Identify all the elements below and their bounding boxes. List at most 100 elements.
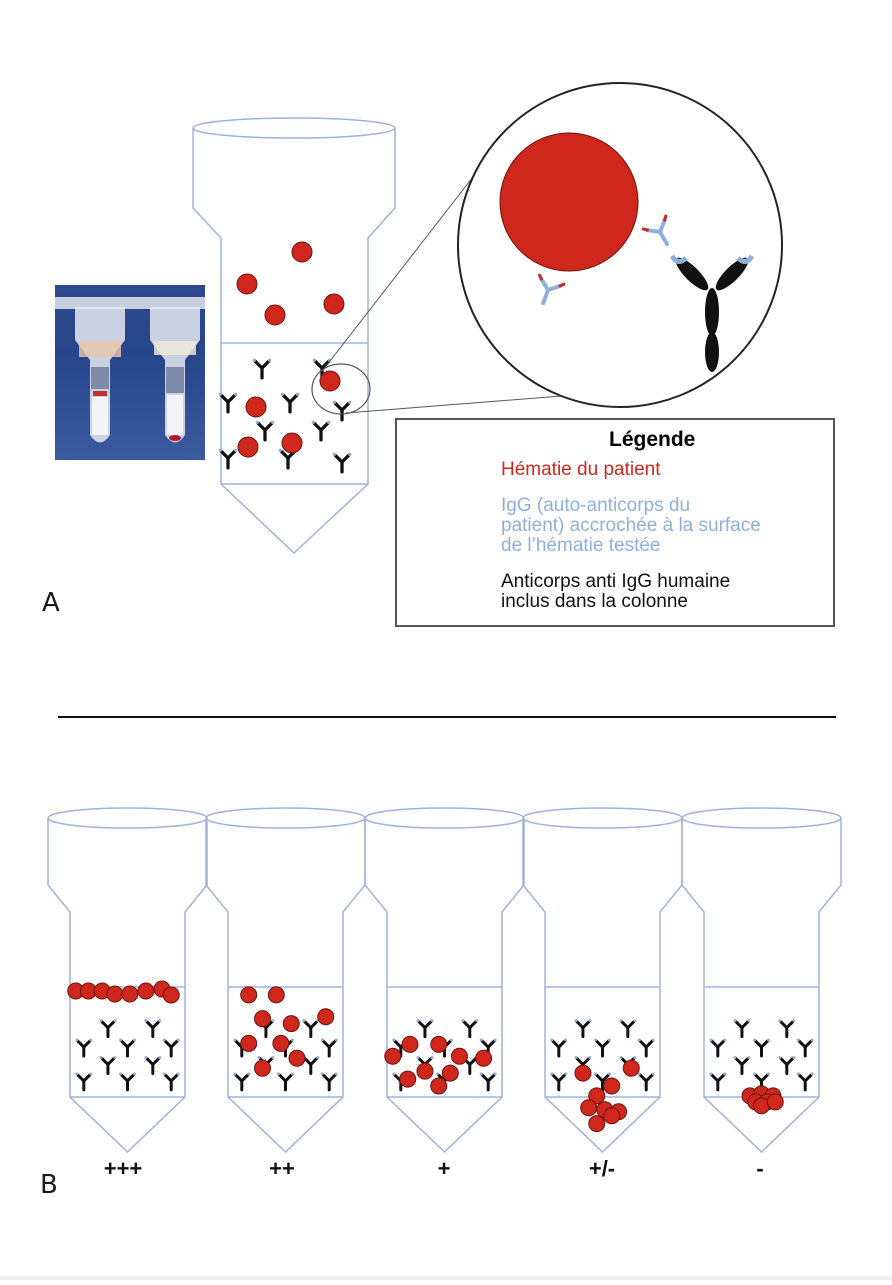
panel-a-label: A xyxy=(42,588,60,618)
gel-column xyxy=(364,807,525,1154)
antibody-icon xyxy=(309,418,333,442)
antibody-icon xyxy=(414,1017,435,1039)
gel-column xyxy=(681,807,842,1154)
red-blood-cell-icon xyxy=(319,370,341,392)
large-red-cell-icon xyxy=(499,132,639,272)
antibody-icon xyxy=(478,1070,499,1092)
antibody-icon xyxy=(97,1054,118,1075)
antibody-icon xyxy=(97,1017,118,1039)
igg-autoantibody-icon xyxy=(641,214,669,247)
red-blood-cell-icon xyxy=(236,273,258,295)
red-blood-cell-icon xyxy=(622,1059,640,1077)
red-blood-cell-icon xyxy=(245,396,267,418)
red-blood-cell-icon xyxy=(240,986,258,1004)
antibody-icon xyxy=(548,1070,569,1092)
red-blood-cell-icon xyxy=(603,1077,621,1095)
antibody-icon xyxy=(459,1017,480,1039)
red-blood-cell-icon xyxy=(317,1008,335,1026)
red-blood-cell-icon xyxy=(384,1047,402,1065)
antibody-icon xyxy=(300,1017,321,1039)
antibody-icon xyxy=(548,1037,569,1058)
antibody-icon xyxy=(253,418,277,442)
antibody-icon xyxy=(795,1070,816,1092)
column-rim xyxy=(192,117,396,139)
antibody-icon xyxy=(636,1037,657,1058)
column-rim xyxy=(205,807,366,829)
gel-column-detail xyxy=(192,117,613,555)
legend-box: Légende Hématie du patient IgG (auto-ant… xyxy=(395,418,835,627)
antibody-icon xyxy=(707,1037,728,1058)
red-blood-cell-icon xyxy=(291,241,313,263)
column-rim xyxy=(364,807,525,829)
red-blood-cell-icon xyxy=(475,1049,493,1067)
legend-anti-igg-line-2: inclus dans la colonne xyxy=(501,591,688,612)
antibody-icon xyxy=(117,1070,138,1092)
reaction-grades xyxy=(47,807,842,1154)
legend-igg-line-3: de l’hématie testée xyxy=(501,535,661,556)
red-blood-cell-icon xyxy=(282,1015,300,1033)
red-blood-cell-icon xyxy=(281,432,303,454)
legend-igg-line-1: IgG (auto-anticorps du xyxy=(501,495,691,516)
column-rim xyxy=(522,807,683,829)
red-blood-cell-icon xyxy=(267,986,285,1004)
red-blood-cell-icon xyxy=(121,985,139,1003)
antibody-icon xyxy=(776,1017,797,1039)
red-blood-cell-icon xyxy=(106,985,124,1003)
antibody-icon xyxy=(275,1070,296,1092)
red-blood-cell-icon xyxy=(588,1087,606,1105)
gel-column xyxy=(522,807,683,1154)
gel-card-photo xyxy=(55,285,205,460)
legend-igg-line-2: patient) accrochée à la surface xyxy=(501,515,761,536)
column-outline xyxy=(205,818,366,1154)
panel-b-label: B xyxy=(40,1170,58,1200)
magnify-line xyxy=(322,154,491,371)
antibody-icon xyxy=(278,390,302,414)
score-label: + xyxy=(437,1156,451,1181)
antibody-icon xyxy=(617,1017,638,1039)
red-blood-cell-icon xyxy=(264,304,286,326)
red-blood-cell-icon xyxy=(237,436,259,458)
gel-column xyxy=(47,807,208,1154)
antibody-icon xyxy=(161,1070,182,1092)
magnified-view xyxy=(457,82,783,408)
antibody-icon xyxy=(319,1037,340,1058)
red-blood-cell-icon xyxy=(603,1107,621,1125)
red-blood-cell-icon xyxy=(441,1064,459,1082)
legend-item-red-cell: Hématie du patient xyxy=(501,459,661,480)
score-label: +/- xyxy=(588,1156,616,1181)
antibody-icon xyxy=(776,1054,797,1075)
antibody-icon xyxy=(330,398,354,422)
antibody-icon xyxy=(795,1037,816,1058)
antibody-icon xyxy=(751,1037,772,1058)
column-rim xyxy=(47,807,208,829)
red-blood-cell-icon xyxy=(254,1010,271,1028)
red-blood-cell-icon xyxy=(574,1064,592,1082)
antibody-icon xyxy=(117,1037,138,1058)
antibody-icon xyxy=(250,356,274,380)
score-label: +++ xyxy=(103,1156,143,1181)
red-blood-cell-icon xyxy=(288,1049,306,1067)
antibody-icon xyxy=(707,1070,728,1092)
gel-column xyxy=(205,807,366,1154)
column-outline xyxy=(364,818,525,1154)
legend-anti-igg-line-1: Anticorps anti IgG humaine xyxy=(501,571,731,592)
red-blood-cell-icon xyxy=(430,1035,448,1053)
magnify-marker xyxy=(311,363,371,415)
column-outline xyxy=(681,818,842,1154)
red-blood-cell-icon xyxy=(162,986,180,1004)
antibody-icon xyxy=(731,1017,752,1039)
antibody-icon xyxy=(330,450,354,474)
antibody-icon xyxy=(731,1054,752,1075)
score-label: - xyxy=(756,1156,764,1181)
antibody-icon xyxy=(142,1054,163,1075)
red-blood-cell-icon xyxy=(272,1034,290,1052)
red-blood-cell-icon xyxy=(430,1077,448,1095)
red-blood-cell-icon xyxy=(766,1093,784,1111)
red-blood-cell-icon xyxy=(588,1115,606,1133)
red-blood-cell-icon xyxy=(240,1034,258,1052)
anti-igg-antibody-icon xyxy=(669,254,755,372)
red-blood-cell-icon xyxy=(450,1047,468,1065)
red-blood-cell-icon xyxy=(137,982,155,1000)
